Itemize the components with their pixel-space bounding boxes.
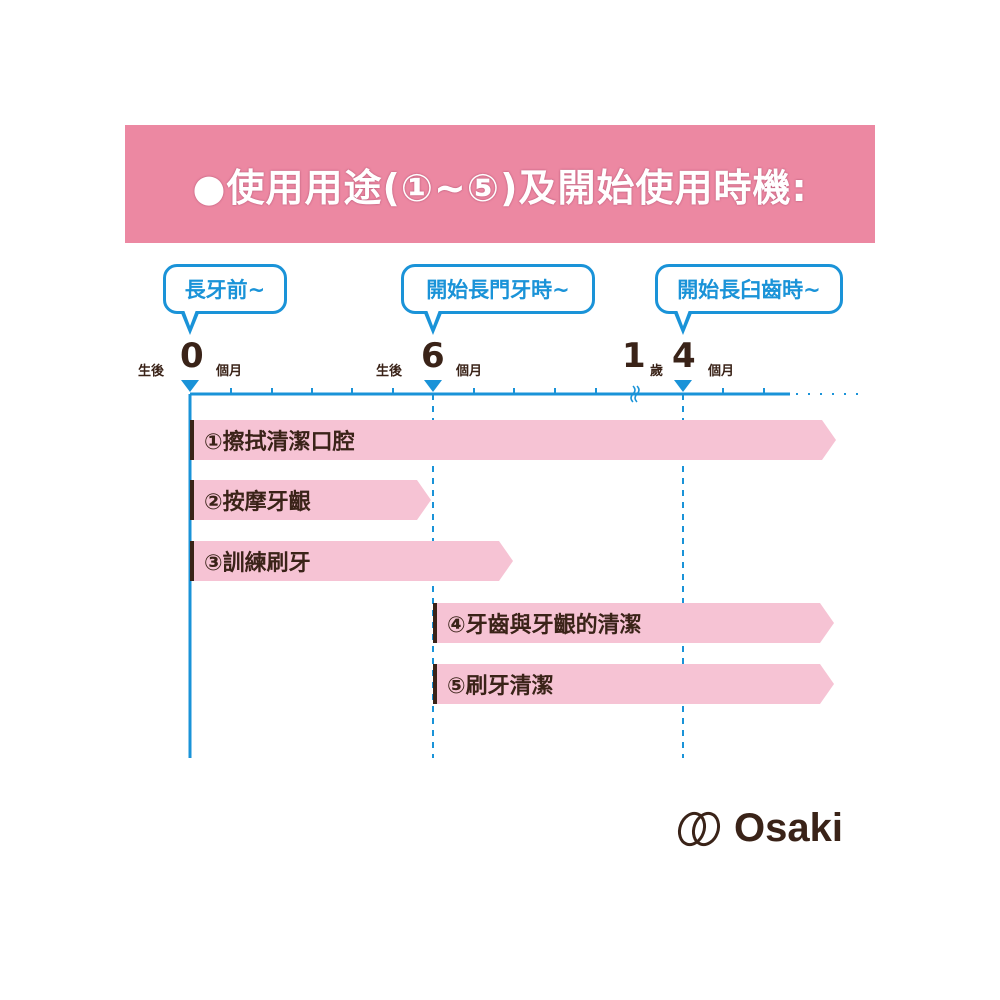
bubble-incisors: 開始長門牙時~ <box>401 264 595 314</box>
usage-bar-label: ②按摩牙齦 <box>204 490 311 515</box>
label-unit: 個月 <box>216 364 243 379</box>
logo-text: Osaki <box>734 806 843 850</box>
header-banner: ●使用用途(①~⑤)及開始使用時機: <box>125 125 875 243</box>
logo-rings-icon <box>677 811 721 846</box>
label-month-0: 0 <box>180 336 204 376</box>
bubble-tail <box>181 310 199 335</box>
label-prefix: 生後 <box>376 364 403 379</box>
bubble-tail <box>674 310 692 335</box>
usage-bar-4: ④牙齒與牙齦的清潔 <box>433 603 834 643</box>
usage-bar-label: ③訓練刷牙 <box>204 551 311 576</box>
label-prefix: 生後 <box>138 364 165 379</box>
label-month-4: 4 <box>672 336 696 376</box>
label-unit: 個月 <box>708 364 735 379</box>
label-unit: 個月 <box>456 364 483 379</box>
label-year-1: 1 <box>622 336 646 376</box>
header-title: ●使用用途(①~⑤)及開始使用時機: <box>192 165 808 210</box>
osaki-logo: Osaki <box>672 806 843 851</box>
label-month-6: 6 <box>421 336 445 376</box>
usage-bar-5: ⑤刷牙清潔 <box>433 664 834 704</box>
usage-bar-label: ①擦拭清潔口腔 <box>204 430 355 455</box>
usage-bar-label: ④牙齒與牙齦的清潔 <box>447 613 642 638</box>
marker-1y4m <box>674 380 692 392</box>
marker-0 <box>181 380 199 392</box>
usage-bar-label: ⑤刷牙清潔 <box>447 674 554 699</box>
usage-bar-1: ①擦拭清潔口腔 <box>190 420 836 460</box>
usage-bar-2: ②按摩牙齦 <box>190 480 431 520</box>
usage-bar-3: ③訓練刷牙 <box>190 541 513 581</box>
bubble-before-teeth: 長牙前~ <box>163 264 287 314</box>
marker-6 <box>424 380 442 392</box>
bubble-tail <box>424 310 442 335</box>
label-year-unit: 歲 <box>650 364 664 379</box>
bubble-molars: 開始長臼齒時~ <box>655 264 843 314</box>
